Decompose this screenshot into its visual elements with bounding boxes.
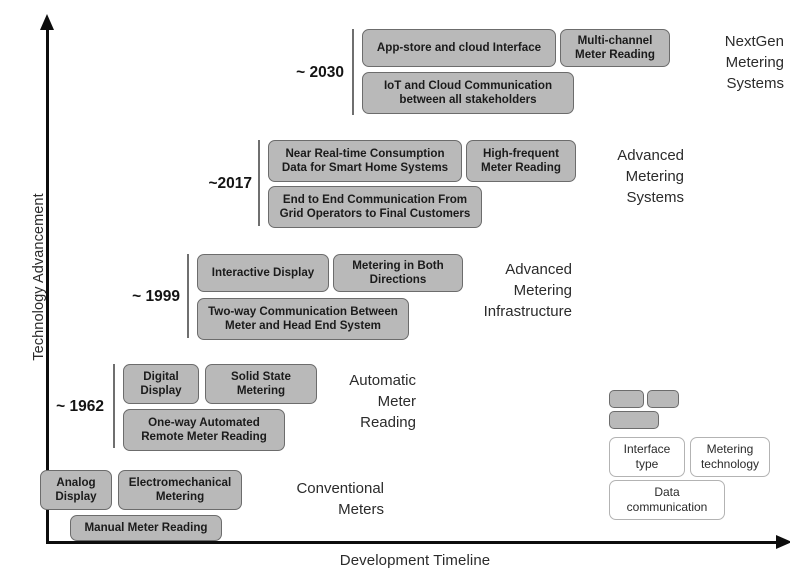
- legend-label-metering-technology: Metering technology: [690, 437, 770, 477]
- box-metering-technology-2030: Multi-channel Meter Reading: [560, 29, 670, 67]
- era-divider-2030: [352, 29, 354, 115]
- box-data-communication-1962: One-way Automated Remote Meter Reading: [123, 409, 285, 451]
- x-axis-line: [46, 541, 784, 544]
- box-data-communication-2030: IoT and Cloud Communication between all …: [362, 72, 574, 114]
- box-data-communication-1999: Two-way Communication Between Meter and …: [197, 298, 409, 340]
- y-axis-line: [46, 28, 49, 544]
- box-metering-technology-conventional: Electromechanical Metering: [118, 470, 242, 510]
- y-axis-arrow-icon: [40, 14, 54, 30]
- x-axis-label: Development Timeline: [339, 552, 491, 569]
- era-title-automatic-meter-reading: Automatic Meter Reading: [349, 372, 416, 431]
- box-data-communication-2017: End to End Communication From Grid Opera…: [268, 186, 482, 228]
- box-interface-type-2017: Near Real-time Consumption Data for Smar…: [268, 140, 462, 182]
- box-data-communication-conventional: Manual Meter Reading: [70, 515, 222, 541]
- era-title-advanced-metering-systems: Advanced Metering Systems: [617, 147, 684, 206]
- legend: Interface type Metering technology Data …: [604, 388, 786, 520]
- box-interface-type-conventional: Analog Display: [40, 470, 112, 510]
- era-year-1962: ~ 1962: [56, 398, 104, 415]
- era-title-nextgen-metering-systems: NextGen Metering Systems: [724, 33, 784, 92]
- box-interface-type-2030: App-store and cloud Interface: [362, 29, 556, 67]
- era-divider-1962: [113, 364, 115, 448]
- era-title-conventional-meters: Conventional Meters: [296, 480, 384, 518]
- box-metering-technology-2017: High-frequent Meter Reading: [466, 140, 576, 182]
- legend-swatch-interface-type: [609, 390, 644, 408]
- era-year-1999: ~ 1999: [132, 288, 180, 305]
- y-axis-label: Technology Advancement: [31, 193, 47, 361]
- legend-swatch-data-communication: [609, 411, 659, 429]
- box-interface-type-1962: Digital Display: [123, 364, 199, 404]
- x-axis-arrow-icon: [776, 535, 790, 549]
- era-title-advanced-metering-infrastructure: Advanced Metering Infrastructure: [483, 261, 572, 320]
- box-metering-technology-1962: Solid State Metering: [205, 364, 317, 404]
- era-divider-1999: [187, 254, 189, 338]
- era-year-2030: ~ 2030: [296, 64, 344, 81]
- box-interface-type-1999: Interactive Display: [197, 254, 329, 292]
- legend-label-interface-type: Interface type: [609, 437, 685, 477]
- era-year-2017: ~2017: [208, 175, 252, 192]
- legend-swatch-metering-technology: [647, 390, 679, 408]
- box-metering-technology-1999: Metering in Both Directions: [333, 254, 463, 292]
- legend-label-data-communication: Data communication: [609, 480, 725, 520]
- era-divider-2017: [258, 140, 260, 226]
